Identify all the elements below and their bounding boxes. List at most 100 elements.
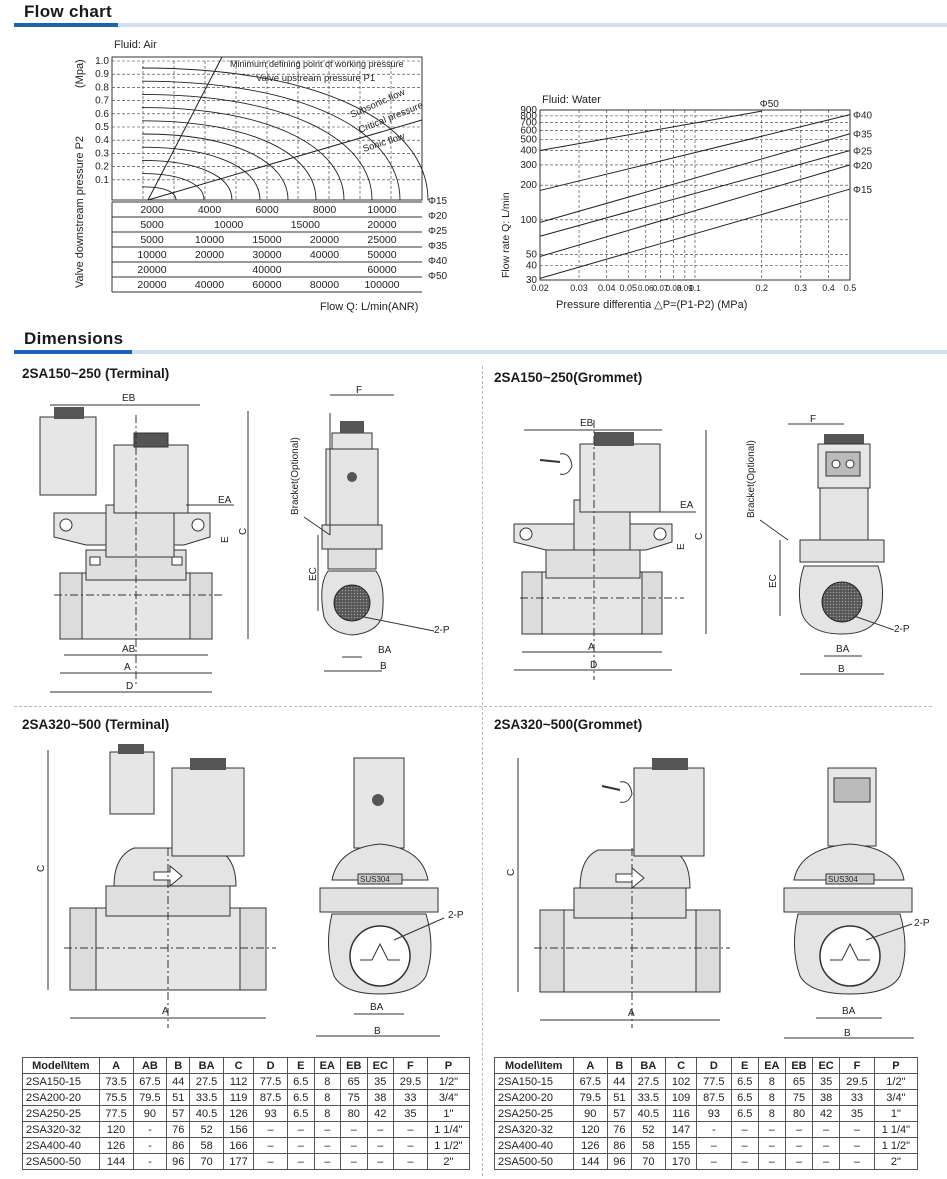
flow-scale-tick: 50000 — [367, 249, 396, 261]
value-cell: – — [340, 1121, 368, 1138]
value-cell: 170 — [665, 1153, 698, 1170]
header-bar — [14, 350, 132, 354]
value-cell: 40.5 — [630, 1105, 667, 1122]
column-header: EC — [366, 1057, 395, 1074]
value-cell: 73.5 — [98, 1073, 134, 1090]
value-cell: 44 — [166, 1073, 191, 1090]
value-cell: 147 — [665, 1121, 698, 1138]
air-y-label: Valve downstream pressure P2 — [74, 136, 86, 288]
air-y-tick: 0.6 — [95, 109, 109, 120]
column-header: EA — [313, 1057, 342, 1074]
air-y-tick: 0.5 — [95, 122, 109, 133]
value-cell: 65 — [784, 1073, 814, 1090]
value-cell: – — [253, 1137, 288, 1154]
water-x-tick: 0.3 — [795, 283, 808, 293]
value-cell: 76 — [607, 1121, 632, 1138]
value-cell: – — [393, 1121, 428, 1138]
value-cell: 166 — [223, 1137, 255, 1154]
flow-scale-tick: 5000 — [140, 234, 164, 246]
value-cell: 79.5 — [572, 1089, 609, 1106]
value-cell: – — [812, 1153, 841, 1170]
pressure-curve — [141, 186, 177, 201]
value-cell: – — [839, 1137, 875, 1154]
value-cell: 27.5 — [630, 1073, 667, 1090]
value-cell: 8 — [757, 1089, 786, 1106]
dim-label: BA — [370, 1002, 384, 1013]
dim-label: BA — [842, 1006, 856, 1017]
pressure-curve — [141, 67, 429, 201]
column-header: C — [223, 1057, 255, 1074]
water-x-tick: 0.2 — [755, 283, 768, 293]
value-cell: – — [730, 1153, 759, 1170]
air-fluid-label: Fluid: Air — [114, 39, 157, 51]
value-cell: 1" — [873, 1105, 919, 1122]
column-header: C — [665, 1057, 698, 1074]
valve-drawing-terminal-small: EB EA E C AB A D F Bracket(Optional) EC … — [39, 385, 450, 693]
value-cell: – — [812, 1121, 841, 1138]
value-cell: 156 — [223, 1121, 255, 1138]
value-cell: 75 — [340, 1089, 368, 1106]
dim-label: F — [810, 414, 816, 425]
value-cell: 8 — [757, 1073, 786, 1090]
value-cell: – — [287, 1153, 315, 1170]
column-header: F — [393, 1057, 428, 1074]
port-label: 2-P — [434, 625, 450, 636]
value-cell: 77.5 — [98, 1105, 134, 1122]
dim-label: C — [506, 869, 517, 876]
column-header: Model\Item — [494, 1057, 574, 1074]
value-cell: – — [366, 1153, 395, 1170]
diameter-label: Φ35 — [428, 241, 448, 252]
water-y-label: Flow rate Q: L/min — [500, 192, 512, 278]
value-cell: - — [132, 1153, 168, 1170]
sonic-note: Sonic flow — [362, 131, 407, 155]
flow-scale-tick: 20000 — [137, 279, 166, 291]
column-header: P — [873, 1057, 919, 1074]
model-cell: 2SA400-40 — [22, 1137, 100, 1154]
value-cell: 86 — [166, 1137, 191, 1154]
dim-label: EB — [580, 418, 594, 429]
value-cell: – — [287, 1121, 315, 1138]
value-cell: 70 — [630, 1153, 667, 1170]
dim-label: D — [590, 660, 597, 671]
value-cell: 35 — [366, 1073, 395, 1090]
flow-scale-tick: 10000 — [367, 204, 396, 216]
value-cell: 35 — [812, 1073, 841, 1090]
diameter-label: Φ15 — [428, 196, 448, 207]
value-cell: – — [757, 1153, 786, 1170]
water-x-tick: 0.03 — [570, 283, 588, 293]
value-cell: 52 — [189, 1121, 225, 1138]
dim-label: F — [356, 385, 362, 396]
value-cell: 6.5 — [287, 1105, 315, 1122]
column-header: E — [730, 1057, 759, 1074]
value-cell: - — [696, 1121, 732, 1138]
value-cell: 58 — [630, 1137, 667, 1154]
water-x-tick: 0.4 — [822, 283, 835, 293]
value-cell: 52 — [630, 1121, 667, 1138]
air-y-unit: (Mpa) — [74, 59, 86, 88]
value-cell: 126 — [98, 1137, 134, 1154]
flow-scale-tick: 80000 — [310, 279, 339, 291]
value-cell: 96 — [607, 1153, 632, 1170]
value-cell: 1/2" — [873, 1073, 919, 1090]
water-y-tick: 40 — [526, 261, 538, 272]
water-series-label: Φ15 — [853, 185, 873, 196]
value-cell: – — [393, 1153, 428, 1170]
value-cell: – — [313, 1137, 342, 1154]
flow-scale-tick: 6000 — [255, 204, 279, 216]
value-cell: – — [253, 1121, 288, 1138]
value-cell: 120 — [572, 1121, 609, 1138]
pressure-curve — [141, 107, 345, 201]
model-cell: 2SA200-20 — [22, 1089, 100, 1106]
flow-scale-tick: 20000 — [310, 234, 339, 246]
value-cell: – — [784, 1121, 814, 1138]
value-cell: 40.5 — [189, 1105, 225, 1122]
value-cell: 33 — [393, 1089, 428, 1106]
value-cell: – — [730, 1121, 759, 1138]
value-cell: 35 — [839, 1105, 875, 1122]
diagram-title: 2SA150~250 (Terminal) — [22, 366, 170, 381]
